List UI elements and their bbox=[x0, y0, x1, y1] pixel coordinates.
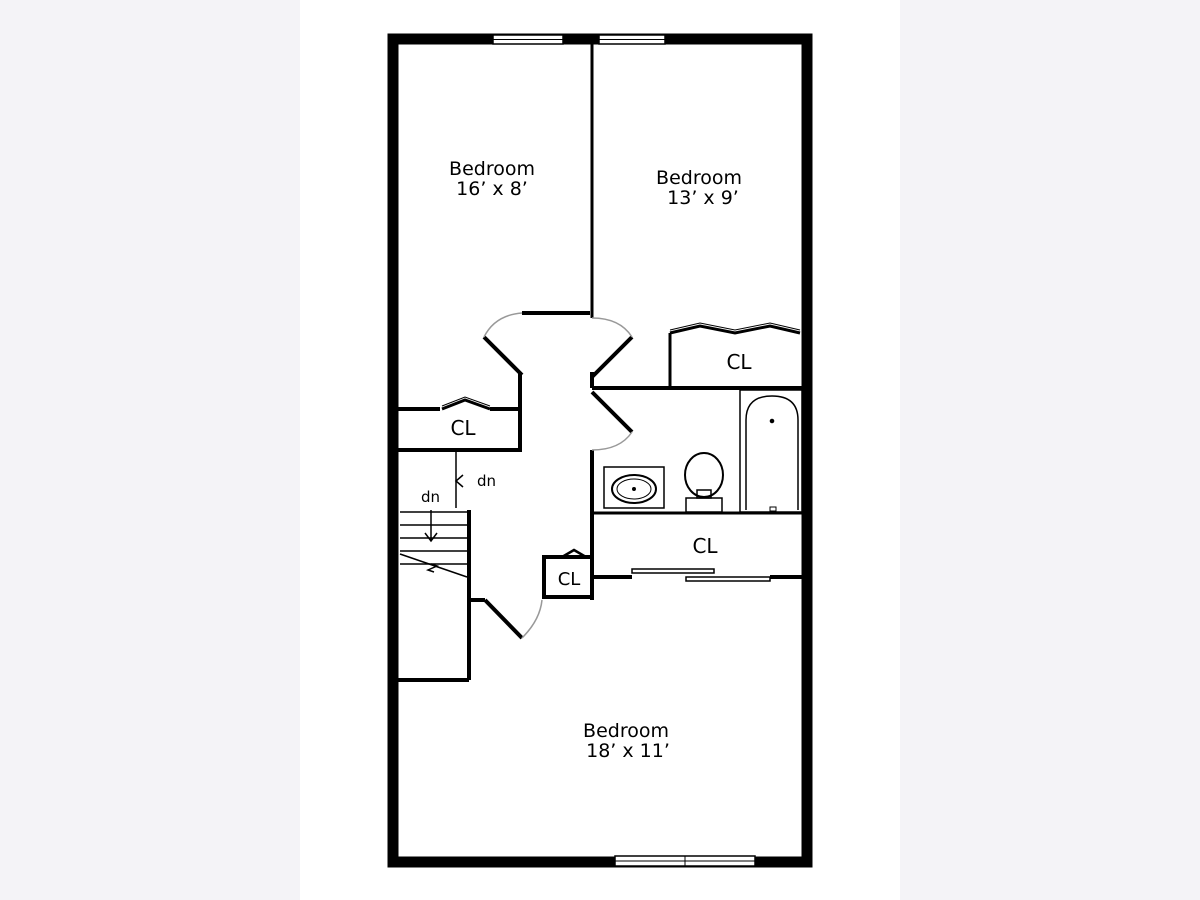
stairs bbox=[399, 452, 468, 578]
sink bbox=[603, 466, 665, 509]
stairs-down-label-stair: dn bbox=[421, 488, 440, 506]
bedroom-top-right-name: Bedroom bbox=[656, 167, 742, 189]
bifold-door-small-closet bbox=[561, 548, 587, 559]
bedroom-top-left-name: Bedroom bbox=[449, 158, 535, 180]
toilet bbox=[684, 452, 724, 513]
closet-right-upper-label: CL bbox=[726, 350, 752, 374]
window-top-right bbox=[598, 34, 666, 45]
bedroom-bottom-name: Bedroom bbox=[583, 720, 669, 742]
interior-walls bbox=[398, 44, 802, 682]
door-bedroom-top-right bbox=[590, 317, 634, 379]
closet-left-mid-label: CL bbox=[450, 416, 476, 440]
bedroom-top-right-size: 13’ x 9’ bbox=[667, 187, 739, 209]
closet-bath-lower-label: CL bbox=[692, 534, 718, 558]
window-top-left bbox=[492, 34, 564, 45]
bifold-door-left-closet bbox=[441, 396, 491, 411]
sliding-door-closet bbox=[631, 568, 771, 582]
bedroom-top-left-size: 16’ x 8’ bbox=[456, 178, 528, 200]
bedroom-bottom-size: 18’ x 11’ bbox=[586, 740, 670, 762]
closet-hall-small-label: CL bbox=[558, 569, 581, 590]
bifold-door-right-closet bbox=[669, 322, 801, 335]
window-bottom bbox=[614, 855, 756, 867]
door-bedroom-bottom bbox=[483, 598, 543, 640]
door-bathroom bbox=[590, 390, 634, 451]
bathtub bbox=[739, 389, 803, 513]
door-bedroom-top-left bbox=[482, 312, 524, 377]
stairs-down-label-hall: dn bbox=[477, 472, 496, 490]
